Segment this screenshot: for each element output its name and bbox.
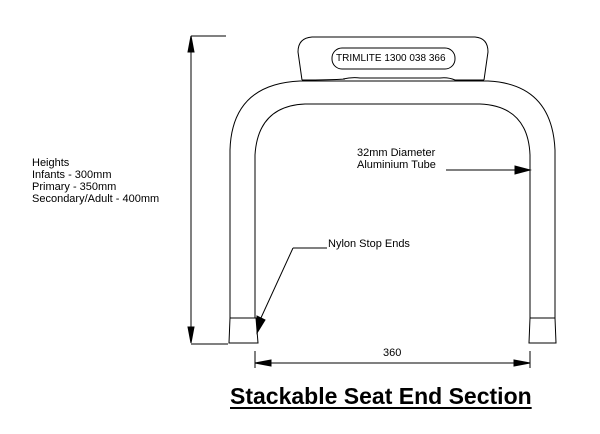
tube-label-line1: 32mm Diameter: [357, 147, 436, 159]
headboard: [297, 36, 489, 81]
width-dimension: [254, 351, 531, 368]
nylon-stop-ends: [228, 317, 557, 344]
drawing-title: Stackable Seat End Section: [230, 383, 532, 409]
width-dimension-label: 360: [383, 347, 402, 359]
height-primary: Primary - 350mm: [32, 181, 117, 193]
right-stop-end: [528, 317, 557, 344]
tube-leader: [446, 165, 532, 175]
height-dimension: [187, 35, 228, 345]
tube-label-line2: Aluminium Tube: [357, 159, 436, 171]
stop-ends-label: Nylon Stop Ends: [328, 238, 410, 250]
stop-end-leader: [256, 247, 327, 335]
brand-plate-text: TRIMLITE 1300 038 366: [336, 53, 446, 64]
tube-frame: [229, 80, 556, 318]
heights-note: Heights Infants - 300mm Primary - 350mm …: [32, 157, 159, 205]
left-stop-end: [228, 317, 259, 344]
height-secondary: Secondary/Adult - 400mm: [32, 193, 160, 205]
tube-label: 32mm Diameter Aluminium Tube: [357, 147, 436, 171]
heights-heading: Heights: [32, 157, 70, 169]
height-infants: Infants - 300mm: [32, 169, 112, 181]
brand-plate: [331, 47, 456, 70]
